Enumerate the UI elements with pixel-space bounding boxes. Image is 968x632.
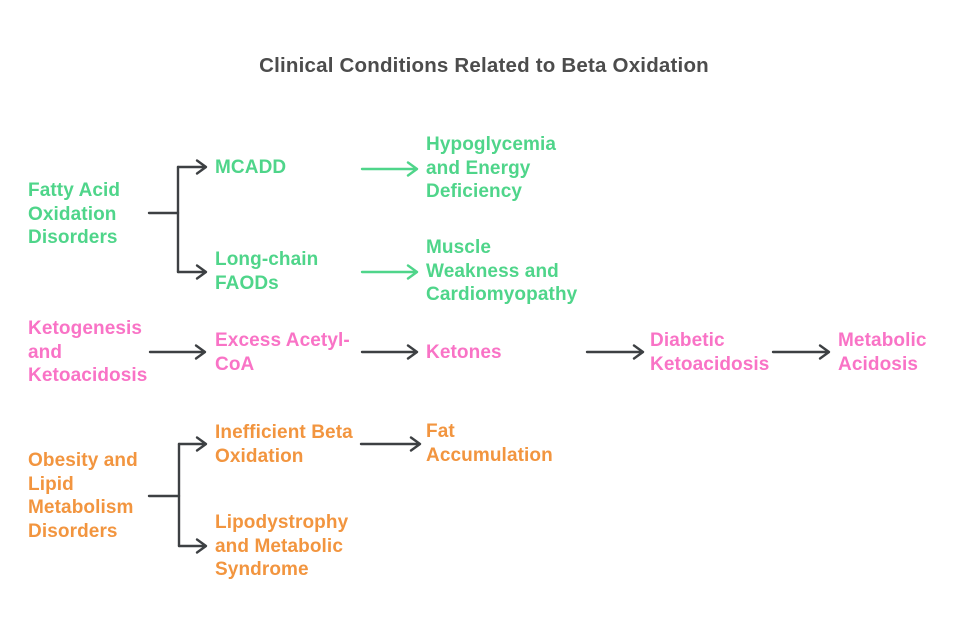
arrow-mcadd-to-hypoglycemia: [360, 161, 419, 177]
arrow-faods-to-muscle-weakness: [360, 264, 419, 280]
node-fat-accumulation: Fat Accumulation: [426, 421, 553, 466]
node-excess-acetyl-coa: Excess Acetyl- CoA: [215, 330, 350, 375]
arrow-ketogenesis-to-excess-acetyl-coa: [148, 344, 207, 360]
arrow-to-long-chain-faods: [176, 264, 208, 280]
node-diabetic-ketoacidosis: Diabetic Ketoacidosis: [650, 330, 770, 375]
node-long-chain-faods: Long-chain FAODs: [215, 249, 319, 294]
node-ketogenesis-ketoacidosis: Ketogenesis and Ketoacidosis: [28, 318, 148, 386]
node-lipodystrophy-metabolic-syndrome: Lipodystrophy and Metabolic Syndrome: [215, 512, 349, 580]
arrow-to-lipodystrophy: [177, 538, 208, 554]
node-fatty-acid-oxidation-disorders: Fatty Acid Oxidation Disorders: [28, 180, 121, 248]
node-metabolic-acidosis: Metabolic Acidosis: [838, 330, 927, 375]
page-title: Clinical Conditions Related to Beta Oxid…: [259, 54, 709, 77]
arrow-diabetic-ketoacidosis-to-metabolic-acidosis: [771, 344, 831, 360]
node-ketones: Ketones: [426, 342, 502, 363]
arrow-excess-acetyl-coa-to-ketones: [360, 344, 419, 360]
node-obesity-lipid-metabolism-disorders: Obesity and Lipid Metabolism Disorders: [28, 450, 138, 542]
arrow-inefficient-to-fat-accumulation: [359, 436, 422, 452]
arrow-to-mcadd: [176, 159, 208, 175]
arrow-to-inefficient-beta-oxidation: [177, 436, 208, 452]
node-muscle-weakness-cardiomyopathy: Muscle Weakness and Cardiomyopathy: [426, 237, 578, 305]
node-hypoglycemia-energy-deficiency: Hypoglycemia and Energy Deficiency: [426, 134, 557, 202]
arrow-ketones-to-diabetic-ketoacidosis: [585, 344, 645, 360]
node-inefficient-beta-oxidation: Inefficient Beta Oxidation: [215, 422, 353, 467]
node-mcadd: MCADD: [215, 157, 287, 178]
